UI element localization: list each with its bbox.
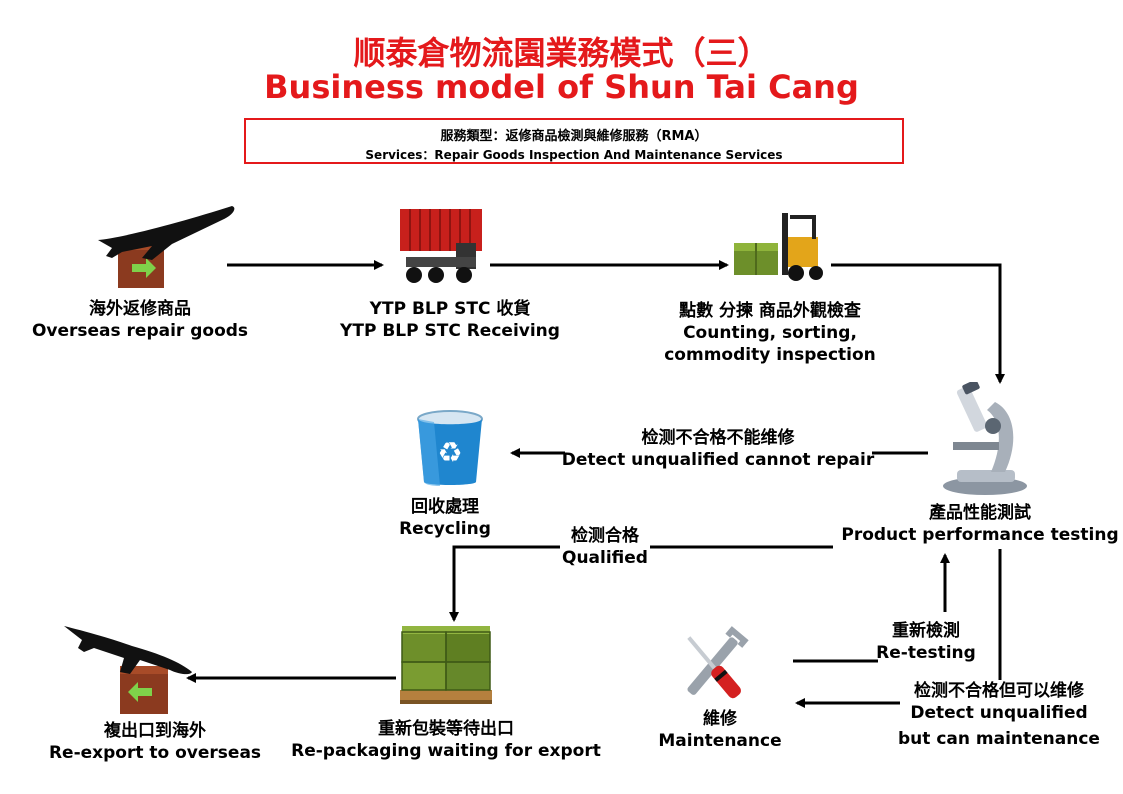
recycling-label-cn: 回收處理 <box>411 497 479 517</box>
edge-retesting-label: 重新檢測 Re-testing <box>870 620 982 664</box>
receiving-label: YTP BLP STC 收貨 YTP BLP STC Receiving <box>320 298 580 342</box>
overseas-label-cn: 海外返修商品 <box>89 299 191 319</box>
arrow-counting-to-testing <box>831 263 1005 384</box>
forklift-icon <box>730 207 830 287</box>
edge-unqualified-cn: 检测不合格不能维修 <box>641 428 795 448</box>
edge-qualified-label: 检测合格 Qualified <box>550 525 660 569</box>
arrow-qualified-to-repackaging <box>449 545 560 622</box>
counting-label: 點數 分揀 商品外觀檢查 Counting, sorting, commodit… <box>640 300 900 366</box>
overseas-label-en: Overseas repair goods <box>31 321 249 341</box>
wrench-screwdriver-icon <box>664 624 764 708</box>
testing-label-en: Product performance testing <box>841 525 1119 545</box>
services-label-cn: 服務類型：返修商品檢測與維修服務（RMA） <box>440 129 708 144</box>
edge-qualified-cn: 检测合格 <box>571 526 639 546</box>
svg-text:♻: ♻ <box>437 436 462 469</box>
edge-retesting-cn: 重新檢測 <box>892 621 960 641</box>
page-title-cn: 顺泰倉物流園業務模式（三） <box>353 34 770 72</box>
maintenance-label-cn: 維修 <box>703 709 737 729</box>
edge-retesting-en: Re-testing <box>876 643 976 663</box>
edge-qualified-en: Qualified <box>562 548 648 568</box>
repackaging-label-en: Re-packaging waiting for export <box>291 741 601 761</box>
edge-repairable-en2: but can maintenance <box>898 729 1100 749</box>
repackaging-label-cn: 重新包裝等待出口 <box>378 719 514 739</box>
edge-unqualified-label: 检测不合格不能维修 Detect unqualified cannot repa… <box>558 427 878 471</box>
edge-repairable-en1: Detect unqualified <box>910 703 1088 723</box>
reexport-label-cn: 複出口到海外 <box>104 721 206 741</box>
receiving-label-cn: YTP BLP STC 收貨 <box>369 299 531 319</box>
maintenance-label-en: Maintenance <box>658 731 782 751</box>
testing-label: 產品性能測試 Product performance testing <box>840 502 1120 546</box>
maintenance-label: 維修 Maintenance <box>640 708 800 752</box>
counting-label-en2: commodity inspection <box>664 345 876 365</box>
receiving-label-en: YTP BLP STC Receiving <box>340 321 560 341</box>
reexport-label: 複出口到海外 Re-export to overseas <box>40 720 270 764</box>
container-truck-icon <box>396 203 488 287</box>
recycling-label-en: Recycling <box>399 519 491 539</box>
counting-label-cn: 點數 分揀 商品外觀檢查 <box>679 301 861 321</box>
counting-label-en1: Counting, sorting, <box>683 323 857 343</box>
services-box: 服務類型：返修商品檢測與維修服務（RMA） Services：Repair Go… <box>244 118 904 164</box>
page-title-en: Business model of Shun Tai Cang <box>264 68 859 106</box>
recycle-bin-icon: ♻ <box>414 410 486 488</box>
overseas-label: 海外返修商品 Overseas repair goods <box>30 298 250 342</box>
testing-label-cn: 產品性能測試 <box>929 503 1031 523</box>
reexport-label-en: Re-export to overseas <box>48 743 262 763</box>
microscope-icon <box>935 379 1031 496</box>
recycling-label: 回收處理 Recycling <box>360 496 530 540</box>
airplane-box-icon <box>92 198 240 294</box>
services-label-en: Services：Repair Goods Inspection And Mai… <box>365 148 783 162</box>
repackaging-label: 重新包裝等待出口 Re-packaging waiting for export <box>290 718 602 762</box>
edge-repairable-cn: 检测不合格但可以维修 <box>914 681 1084 701</box>
edge-repairable-label: 检测不合格但可以维修 Detect unqualified but can ma… <box>888 680 1110 750</box>
edge-unqualified-en: Detect unqualified cannot repair <box>561 450 875 470</box>
boxes-pallet-icon <box>394 622 498 708</box>
reexport-airplane-icon <box>60 618 200 718</box>
